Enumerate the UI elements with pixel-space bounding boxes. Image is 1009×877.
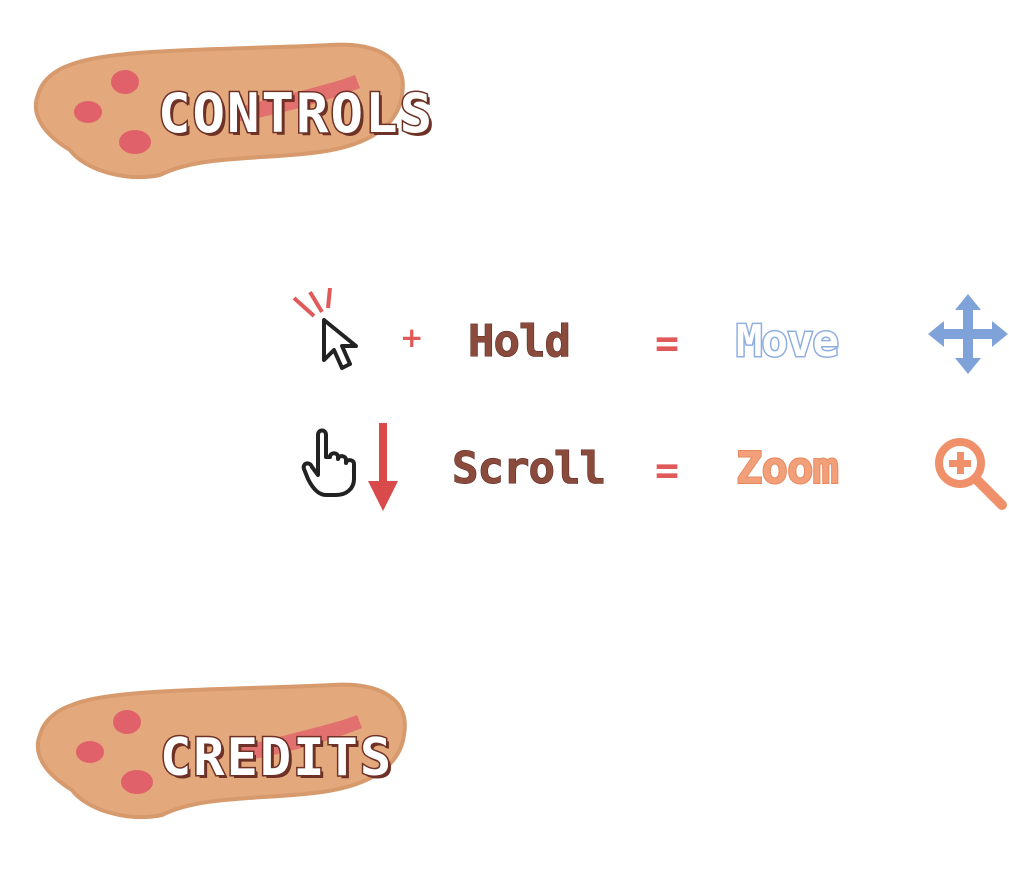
credits-section-header: CREDITS — [32, 680, 532, 825]
control-row-move: + Hold = Move — [0, 288, 1009, 388]
hold-label: Hold — [468, 316, 572, 367]
paw-banner-icon — [35, 682, 407, 819]
equals-sign: = — [655, 448, 680, 494]
zoom-in-icon — [935, 438, 1007, 510]
plus-sign: + — [400, 321, 424, 354]
controls-title: CONTROLS — [156, 81, 435, 147]
controls-section-header: CONTROLS — [30, 40, 610, 185]
move-arrows-icon — [928, 294, 1008, 374]
equals-sign: = — [655, 321, 680, 367]
hand-cursor-icon — [301, 428, 356, 497]
scroll-down-arrow-icon — [368, 423, 398, 511]
scroll-label: Scroll — [452, 443, 607, 494]
paw-banner-icon — [33, 42, 405, 179]
click-cursor-icon — [292, 288, 358, 370]
move-label: Move — [735, 316, 841, 367]
control-row-zoom: Scroll = Zoom — [0, 415, 1009, 515]
zoom-label: Zoom — [735, 443, 840, 494]
credits-title: CREDITS — [158, 727, 394, 790]
